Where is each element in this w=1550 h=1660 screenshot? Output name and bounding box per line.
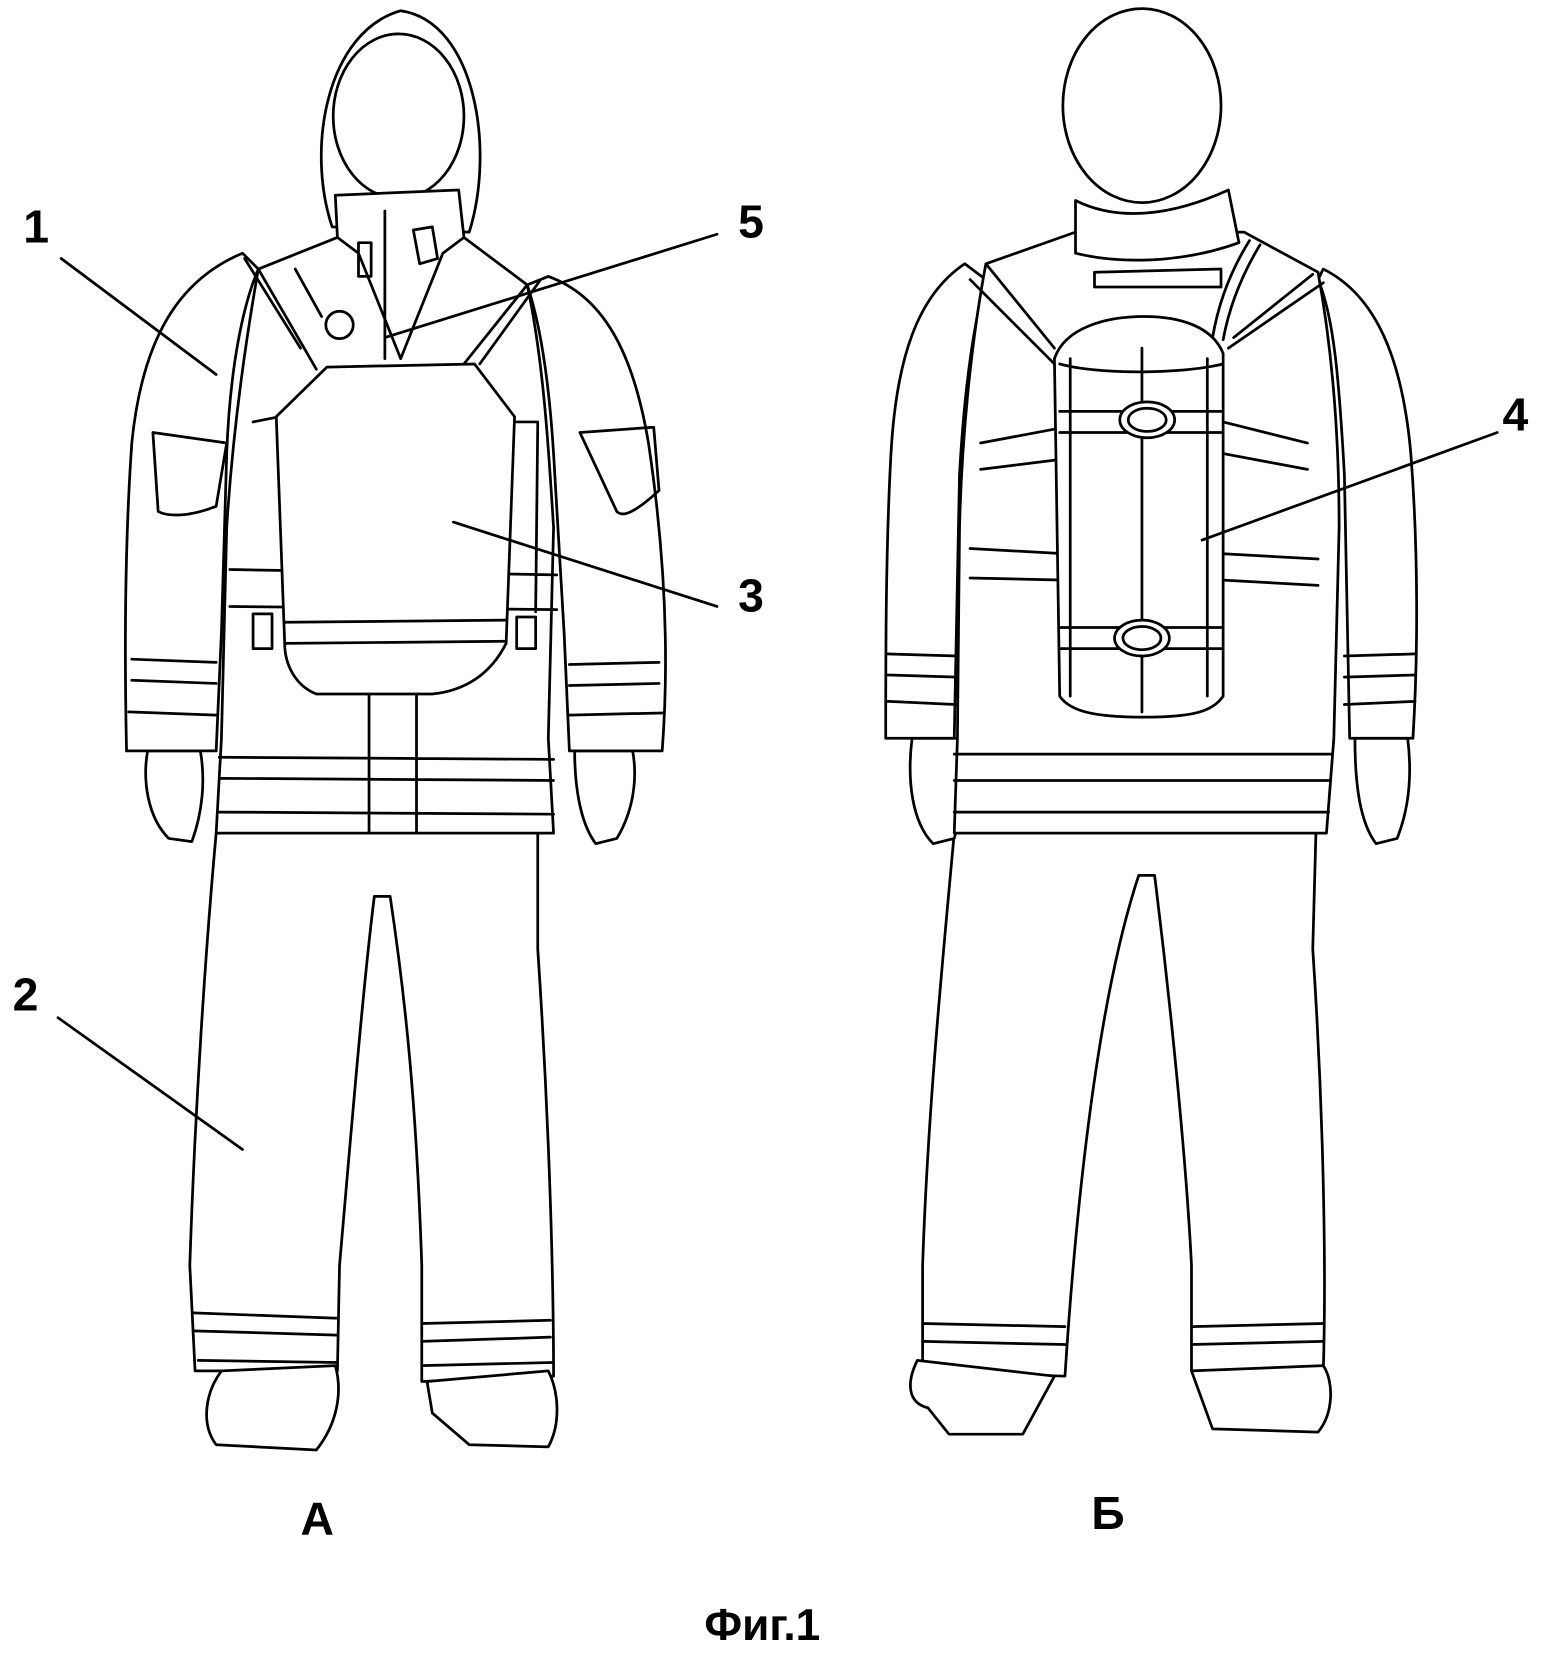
back-head <box>1061 7 1223 204</box>
back-pack <box>1053 315 1225 719</box>
back-pack-bottom-grommet-inner <box>1121 625 1163 652</box>
front-collar-button <box>324 309 355 341</box>
callout-leaders <box>56 232 1499 1151</box>
front-left-sleeve <box>123 251 260 753</box>
back-jacket-stripes <box>952 262 1333 814</box>
front-head <box>331 32 466 200</box>
front-right-glove <box>573 749 636 846</box>
callout-5: 5 <box>738 195 764 247</box>
front-left-boot <box>205 1364 340 1452</box>
back-collar <box>1074 188 1241 262</box>
front-sleeve-details <box>127 425 664 717</box>
back-right-boot <box>1190 1364 1333 1434</box>
callout-2: 2 <box>13 968 39 1020</box>
back-trousers-stripes <box>921 1322 1325 1346</box>
front-collar-tabs <box>293 209 439 361</box>
callout-4: 4 <box>1503 388 1529 440</box>
back-strap-hose <box>1211 239 1262 342</box>
front-left-glove <box>144 749 205 843</box>
front-pack <box>274 362 516 696</box>
back-left-boot <box>909 1359 1056 1436</box>
view-label-back: Б <box>1091 1487 1124 1539</box>
front-view-figure <box>123 9 667 1452</box>
back-pack-top-grommet-inner <box>1126 406 1168 433</box>
figure-caption: Фиг.1 <box>704 1601 820 1650</box>
back-trousers <box>921 831 1326 1378</box>
front-pack-stripes <box>283 618 508 645</box>
callout-1: 1 <box>23 201 49 253</box>
front-trousers <box>188 831 555 1383</box>
back-right-glove <box>1353 736 1412 846</box>
callout-3: 3 <box>738 570 764 622</box>
front-right-boot <box>425 1369 559 1449</box>
back-left-glove <box>908 736 962 846</box>
front-trousers-stripes <box>191 1311 554 1368</box>
front-right-sleeve <box>525 275 667 753</box>
front-collar <box>333 188 466 361</box>
back-sleeve-stripes <box>886 652 1417 706</box>
view-label-front: А <box>301 1492 335 1544</box>
back-view-figure <box>884 7 1419 1436</box>
back-right-sleeve <box>1316 267 1419 740</box>
back-collar-label <box>1093 267 1223 289</box>
